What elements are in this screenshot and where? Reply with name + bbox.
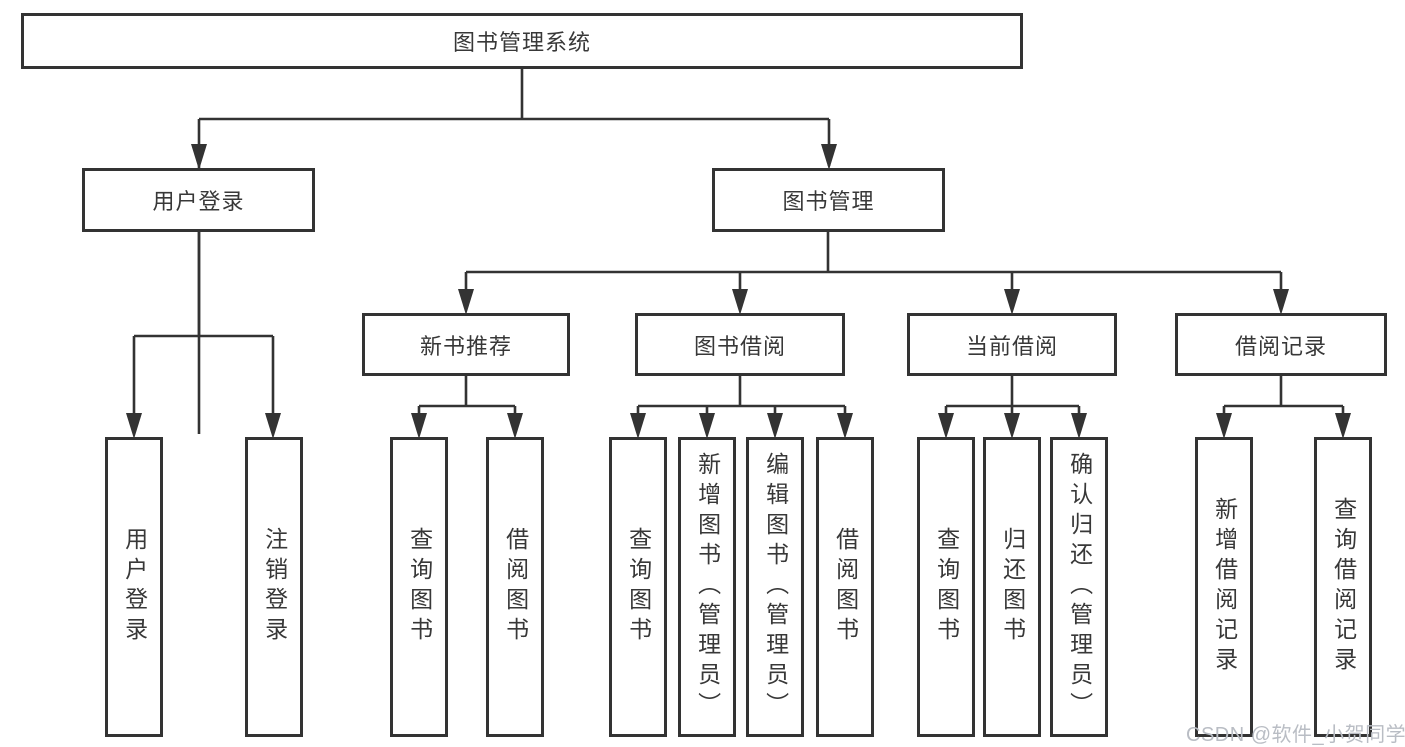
- leaf-label: 借阅图书: [502, 527, 529, 647]
- leaf-edit-books-admin: 编辑图书（管理员）: [746, 437, 804, 737]
- node-label: 图书管理: [782, 189, 875, 214]
- node-book-management: 图书管理: [712, 168, 945, 232]
- leaf-borrow-books-recommend: 借阅图书: [486, 437, 544, 737]
- node-user-login: 用户登录: [82, 168, 315, 232]
- leaf-label: 借阅图书: [832, 527, 859, 647]
- leaf-label: 查询图书: [406, 527, 433, 647]
- leaf-label: 注销登录: [261, 527, 288, 647]
- leaf-add-books-admin: 新增图书（管理员）: [678, 437, 736, 737]
- node-library-management-system: 图书管理系统: [21, 13, 1023, 69]
- leaf-return-books: 归还图书: [983, 437, 1041, 737]
- watermark: CSDN @软件_小贺同学: [1186, 724, 1405, 746]
- node-label: 图书借阅: [693, 333, 786, 359]
- leaf-label: 查询图书: [933, 527, 960, 647]
- leaf-label: 用户登录: [121, 527, 148, 647]
- node-label: 新书推荐: [419, 333, 512, 359]
- node-label: 借阅记录: [1234, 333, 1327, 359]
- node-label: 用户登录: [152, 189, 245, 214]
- leaf-query-borrow-record: 查询借阅记录: [1314, 437, 1372, 737]
- leaf-label: 确认归还（管理员）: [1066, 452, 1093, 722]
- leaf-label: 新增图书（管理员）: [694, 452, 721, 722]
- node-current-borrowing: 当前借阅: [907, 313, 1117, 376]
- leaf-label: 查询借阅记录: [1330, 497, 1357, 677]
- leaf-logout: 注销登录: [245, 437, 303, 737]
- node-borrowing-records: 借阅记录: [1175, 313, 1387, 376]
- leaf-user-login: 用户登录: [105, 437, 163, 737]
- leaf-query-books-recommend: 查询图书: [390, 437, 448, 737]
- node-book-borrowing: 图书借阅: [635, 313, 845, 376]
- leaf-query-books-borrowing: 查询图书: [609, 437, 667, 737]
- node-label: 图书管理系统: [452, 30, 591, 55]
- leaf-label: 归还图书: [999, 527, 1026, 647]
- leaf-label: 查询图书: [625, 527, 652, 647]
- leaf-borrow-books-borrowing: 借阅图书: [816, 437, 874, 737]
- node-label: 当前借阅: [965, 333, 1058, 359]
- node-new-book-recommendation: 新书推荐: [362, 313, 570, 376]
- tree-edges: [132, 69, 1345, 434]
- leaf-label: 新增借阅记录: [1211, 497, 1238, 677]
- leaf-label: 编辑图书（管理员）: [762, 452, 789, 722]
- arrowheads: [126, 144, 1351, 439]
- leaf-query-books-current: 查询图书: [917, 437, 975, 737]
- leaf-confirm-return-admin: 确认归还（管理员）: [1050, 437, 1108, 737]
- leaf-add-borrow-record: 新增借阅记录: [1195, 437, 1253, 737]
